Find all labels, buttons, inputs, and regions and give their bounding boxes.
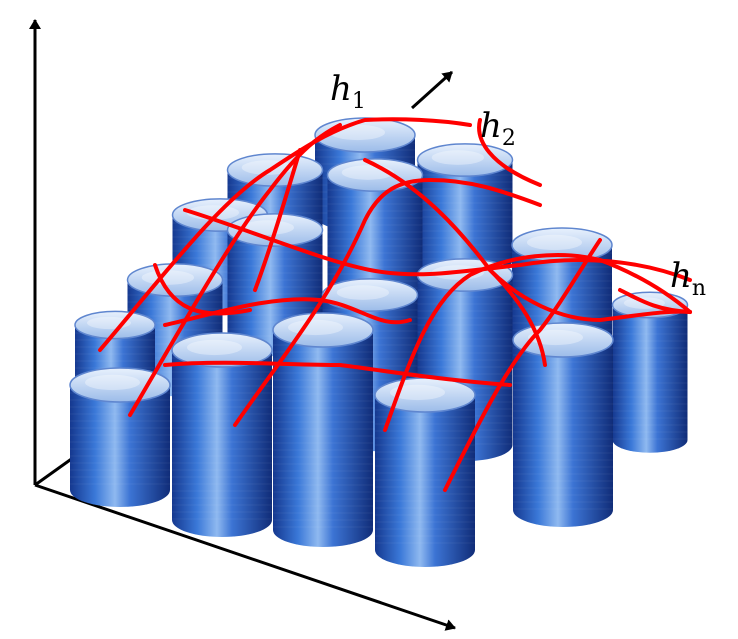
label-hn: hn	[670, 256, 706, 301]
cylinder-icon	[513, 323, 613, 527]
cylinder-icon	[375, 378, 475, 567]
label-h2: h2	[480, 106, 516, 151]
cylinder-icon	[70, 368, 170, 507]
label-h1: h1	[330, 69, 366, 114]
arrow-icon	[412, 72, 452, 108]
cylinder-grid	[70, 118, 688, 567]
